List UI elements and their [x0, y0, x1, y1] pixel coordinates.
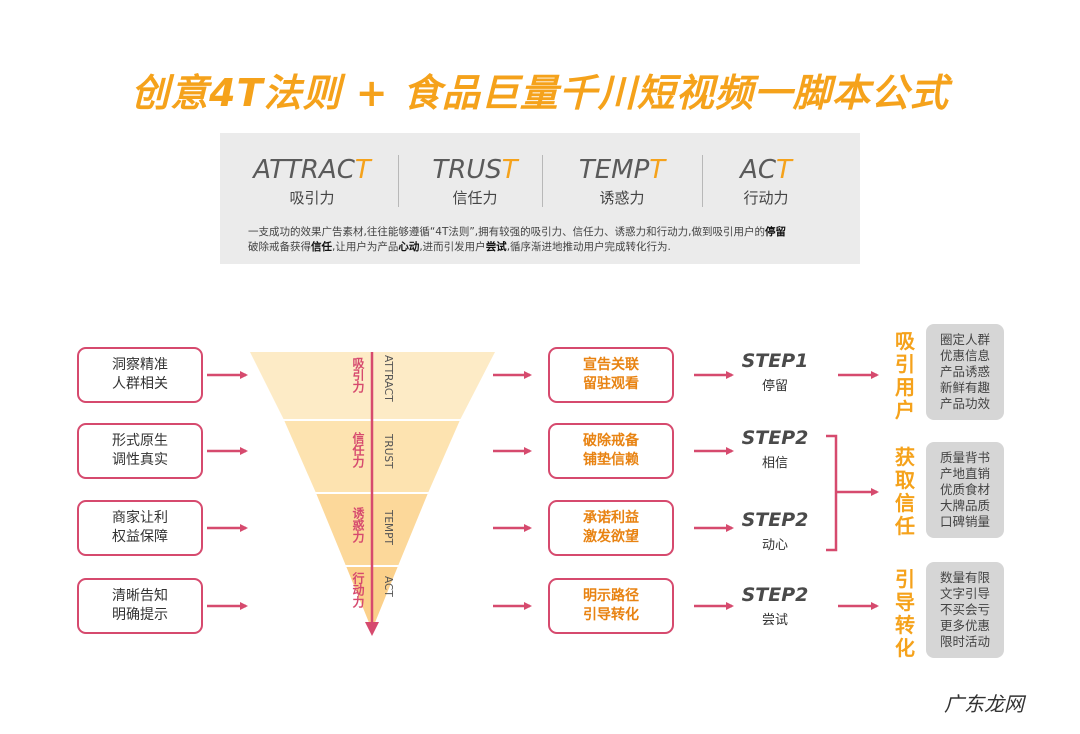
category-item: 质量背书 [939, 450, 990, 465]
category-item: 数量有限 [939, 570, 990, 585]
step-1: STEP1 停留 [720, 349, 830, 394]
header-zh: 信任力 [452, 189, 498, 207]
header-en: AC [740, 155, 777, 185]
step-sub: 动心 [761, 538, 788, 553]
step-sub: 尝试 [761, 613, 788, 628]
category-label: 吸引用户 [895, 329, 915, 422]
category-item: 新鲜有趣 [939, 380, 990, 395]
left-box: 商家让利 权益保障 [77, 500, 203, 556]
header-en: TEMP [578, 155, 650, 185]
header-col-tempt: TEMPT 诱惑力 [552, 155, 692, 215]
funnel-label-en: TRUST [382, 434, 394, 469]
funnel-label-zh: 行动力 [351, 572, 365, 608]
funnel-label-en: ACT [382, 576, 394, 597]
desc-part: ,让用户为产品 [332, 241, 399, 253]
category-item: 产地直销 [939, 466, 990, 481]
mid-box: 宣告关联 留驻观看 [548, 347, 674, 403]
watermark: 广东龙网 [944, 692, 1024, 716]
category-item: 优惠信息 [939, 348, 990, 363]
category-items-box: 质量背书 产地直销 优质食材 大牌品质 口碑销量 [926, 442, 1004, 538]
desc-bold: 心动 [398, 241, 420, 253]
header-zh: 吸引力 [289, 189, 335, 207]
divider [702, 155, 703, 207]
funnel-label-en: ATTRACT [382, 355, 394, 402]
step-3: STEP2 动心 [720, 508, 830, 553]
divider [542, 155, 543, 207]
header-en-accent: T [776, 155, 792, 185]
header-zh: 行动力 [743, 189, 789, 207]
category-item: 产品诱惑 [939, 364, 990, 379]
category-item: 大牌品质 [939, 498, 990, 513]
category-label: 获取信任 [895, 445, 915, 538]
step-sub: 停留 [761, 379, 788, 394]
desc-bold: 停留 [765, 226, 786, 238]
info-panel: ATTRACT 吸引力 TRUST 信任力 TEMPT 诱惑力 ACT 行动力 … [220, 133, 860, 264]
left-box: 洞察精准 人群相关 [77, 347, 203, 403]
category-item: 优质食材 [939, 482, 990, 497]
category-label: 引导转化 [895, 567, 915, 660]
category-item: 更多优惠 [939, 618, 990, 633]
funnel-label-zh: 信任力 [351, 432, 365, 468]
divider [398, 155, 399, 207]
step-4: STEP2 尝试 [720, 583, 830, 628]
desc-part: 破除戒备获得 [248, 241, 311, 253]
header-en-accent: T [354, 155, 371, 185]
funnel-label-zh: 吸引力 [351, 357, 365, 393]
category-item: 限时活动 [939, 634, 990, 649]
mid-box: 承诺利益 激发欲望 [548, 500, 674, 556]
funnel-label-zh: 诱惑力 [351, 507, 365, 543]
step-label: STEP2 [741, 427, 809, 449]
category-item: 不买会亏 [939, 602, 990, 617]
header-col-attract: ATTRACT 吸引力 [242, 155, 382, 215]
category-items-box: 圈定人群 优惠信息 产品诱惑 新鲜有趣 产品功效 [926, 324, 1004, 420]
header-en: TRUS [432, 155, 502, 185]
step-label: STEP1 [741, 350, 809, 372]
header-col-act: ACT 行动力 [696, 155, 836, 215]
category-item: 产品功效 [939, 396, 990, 411]
header-en: ATTRAC [253, 155, 355, 185]
step-2: STEP2 相信 [720, 426, 830, 471]
header-col-trust: TRUST 信任力 [405, 155, 545, 215]
step-label: STEP2 [741, 509, 809, 531]
left-box: 清晰告知 明确提示 [77, 578, 203, 634]
left-box: 形式原生 调性真实 [77, 423, 203, 479]
header-en-accent: T [501, 155, 518, 185]
category-items-box: 数量有限 文字引导 不买会亏 更多优惠 限时活动 [926, 562, 1004, 658]
step-label: STEP2 [741, 584, 809, 606]
desc-part: 一支成功的效果广告素材,往往能够遵循“4T法则”,拥有较强的吸引力、信任力、诱惑… [248, 226, 765, 238]
desc-bold: 尝试 [485, 241, 507, 253]
header-en-accent: T [649, 155, 666, 185]
desc-part: ,进而引发用户 [419, 241, 486, 253]
category-item: 文字引导 [939, 586, 990, 601]
header-zh: 诱惑力 [599, 189, 645, 207]
mid-box: 破除戒备 铺垫信赖 [548, 423, 674, 479]
description-text: 一支成功的效果广告素材,往往能够遵循“4T法则”,拥有较强的吸引力、信任力、诱惑… [248, 225, 848, 255]
category-item: 圈定人群 [939, 332, 990, 347]
page-title: 创意4T法则 + 食品巨量千川短视频一脚本公式 [131, 71, 949, 115]
desc-part: ,循序渐进地推动用户完成转化行为. [506, 241, 671, 253]
desc-bold: 信任 [311, 241, 332, 253]
step-sub: 相信 [761, 456, 788, 471]
funnel-axis-arrowhead [365, 622, 379, 636]
mid-box: 明示路径 引导转化 [548, 578, 674, 634]
funnel-label-en: TEMPT [382, 510, 394, 545]
category-item: 口碑销量 [939, 514, 990, 529]
